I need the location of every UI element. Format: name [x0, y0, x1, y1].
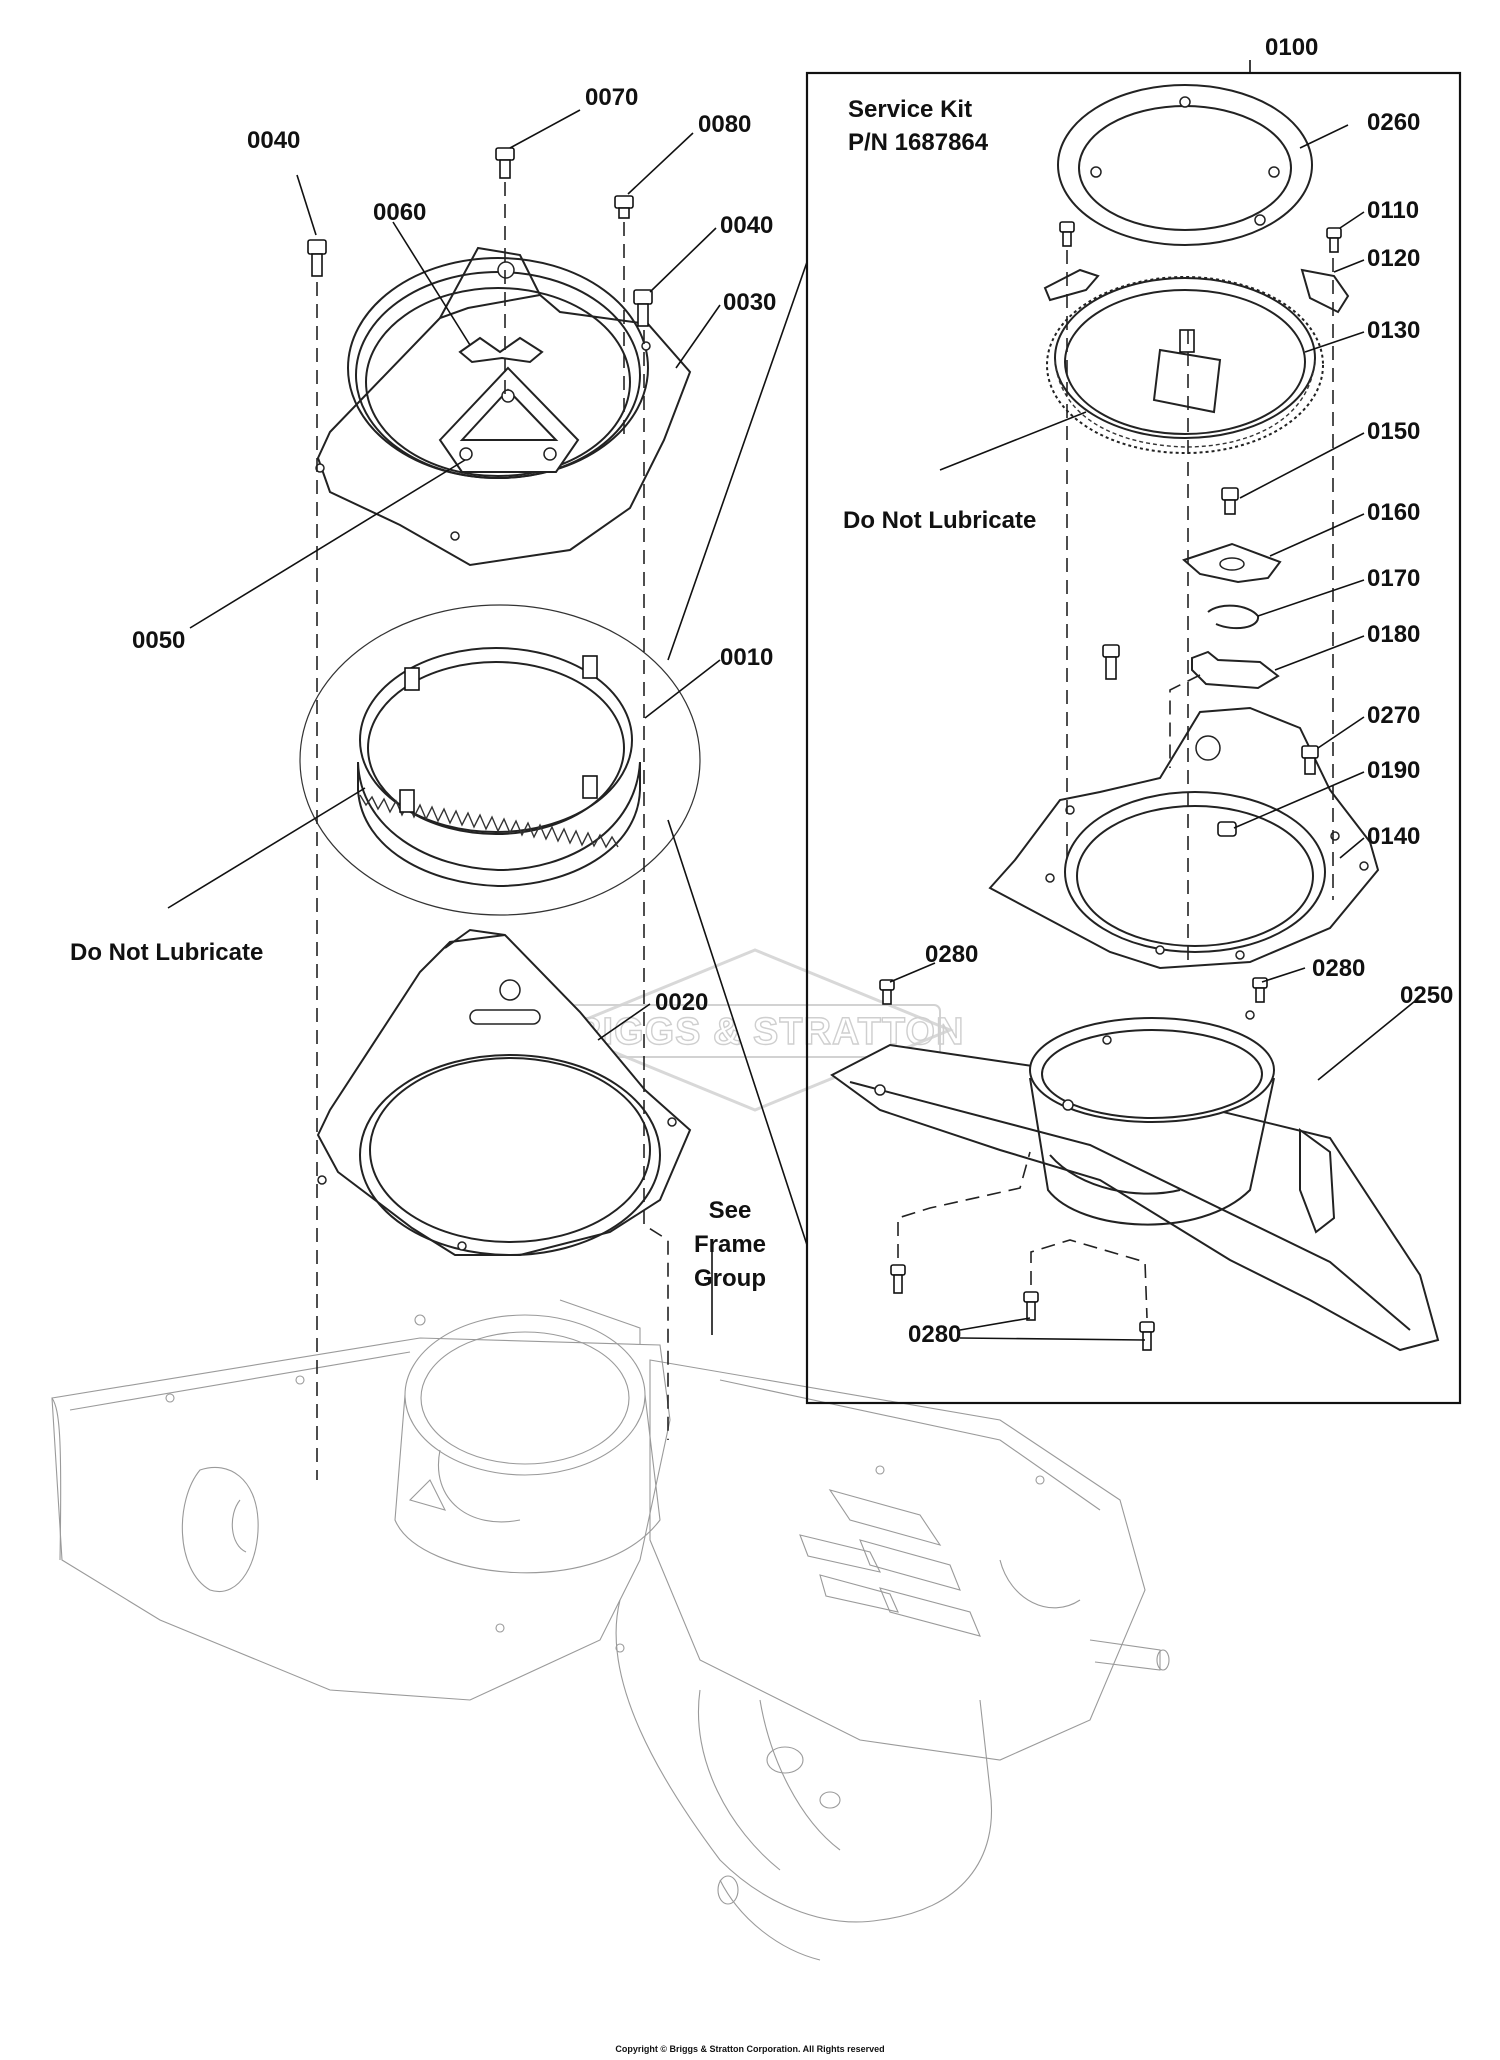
callout-0270: 0270	[1367, 702, 1420, 729]
screw-0280-top	[879, 977, 1268, 1005]
callout-0190: 0190	[1367, 757, 1420, 784]
callout-0160: 0160	[1367, 499, 1420, 526]
assembly-line-right-2	[643, 330, 669, 1440]
screw-0150	[1221, 487, 1239, 515]
callout-0020: 0020	[655, 989, 708, 1016]
callout-0180: 0180	[1367, 621, 1420, 648]
callout-0060: 0060	[373, 199, 426, 226]
part-0250-chute-housing	[830, 1010, 1440, 1352]
callout-0150: 0150	[1367, 418, 1420, 445]
kit-assembly-line-bracket	[1169, 674, 1201, 768]
screw-0040-left	[307, 239, 327, 277]
do-not-lubricate-note: Do Not Lubricate	[70, 939, 263, 966]
part-0160-plate	[1182, 542, 1282, 584]
part-0190-nut	[1217, 821, 1237, 837]
callout-0050: 0050	[132, 627, 185, 654]
part-0010-gear-ring	[299, 604, 701, 916]
part-0020-lower-plate	[316, 928, 692, 1256]
callout-0140: 0140	[1367, 823, 1420, 850]
screw-0270	[1102, 644, 1319, 775]
kit-connector-upper	[667, 261, 808, 661]
callout-0040-left: 0040	[247, 127, 300, 154]
callout-0260: 0260	[1367, 109, 1420, 136]
service-kit-box	[805, 71, 1462, 1405]
callout-0070: 0070	[585, 84, 638, 111]
callout-0080: 0080	[698, 111, 751, 138]
callout-0100: 0100	[1265, 34, 1318, 61]
kit-assembly-line-280-a	[897, 1151, 1031, 1258]
callout-0130: 0130	[1367, 317, 1420, 344]
callout-0280-bottom: 0280	[908, 1321, 961, 1348]
screw-0080	[614, 195, 634, 219]
callout-0250: 0250	[1400, 982, 1453, 1009]
part-0170-spring	[1207, 604, 1259, 630]
see-frame-group-line2: Frame	[694, 1231, 766, 1258]
leader-lines	[167, 109, 1421, 1341]
callout-0010: 0010	[720, 644, 773, 671]
screw-0070	[495, 147, 515, 179]
screw-0040-right	[633, 289, 653, 327]
see-frame-group-line3: Group	[694, 1265, 766, 1292]
do-not-lubricate-kit-note: Do Not Lubricate	[843, 507, 1036, 534]
callout-0170: 0170	[1367, 565, 1420, 592]
service-kit-title: Service Kit	[848, 96, 972, 123]
frame-group-housing	[51, 1299, 1170, 1961]
callout-0280-left: 0280	[925, 941, 978, 968]
part-0260-ring	[1057, 84, 1313, 246]
part-0060-bracket	[458, 336, 544, 364]
callout-0110: 0110	[1367, 197, 1419, 224]
part-0120-clips	[1043, 268, 1350, 314]
kit-connector-lower	[667, 819, 808, 1246]
part-0130-gear-ring	[1046, 276, 1324, 454]
kit-assembly-line-280-b	[1030, 1239, 1148, 1319]
screw-0110	[1059, 221, 1342, 253]
service-kit-part-number: P/N 1687864	[848, 129, 989, 156]
callout-0040-right: 0040	[720, 212, 773, 239]
callout-0280-right: 0280	[1312, 955, 1365, 982]
see-frame-group-line1: See	[709, 1197, 752, 1224]
callout-0120: 0120	[1367, 245, 1420, 272]
callout-0030: 0030	[723, 289, 776, 316]
screw-0280-bottom	[890, 1264, 1155, 1351]
part-0180-bracket	[1191, 650, 1280, 690]
copyright-notice: Copyright © Briggs & Stratton Corporatio…	[615, 2044, 884, 2054]
